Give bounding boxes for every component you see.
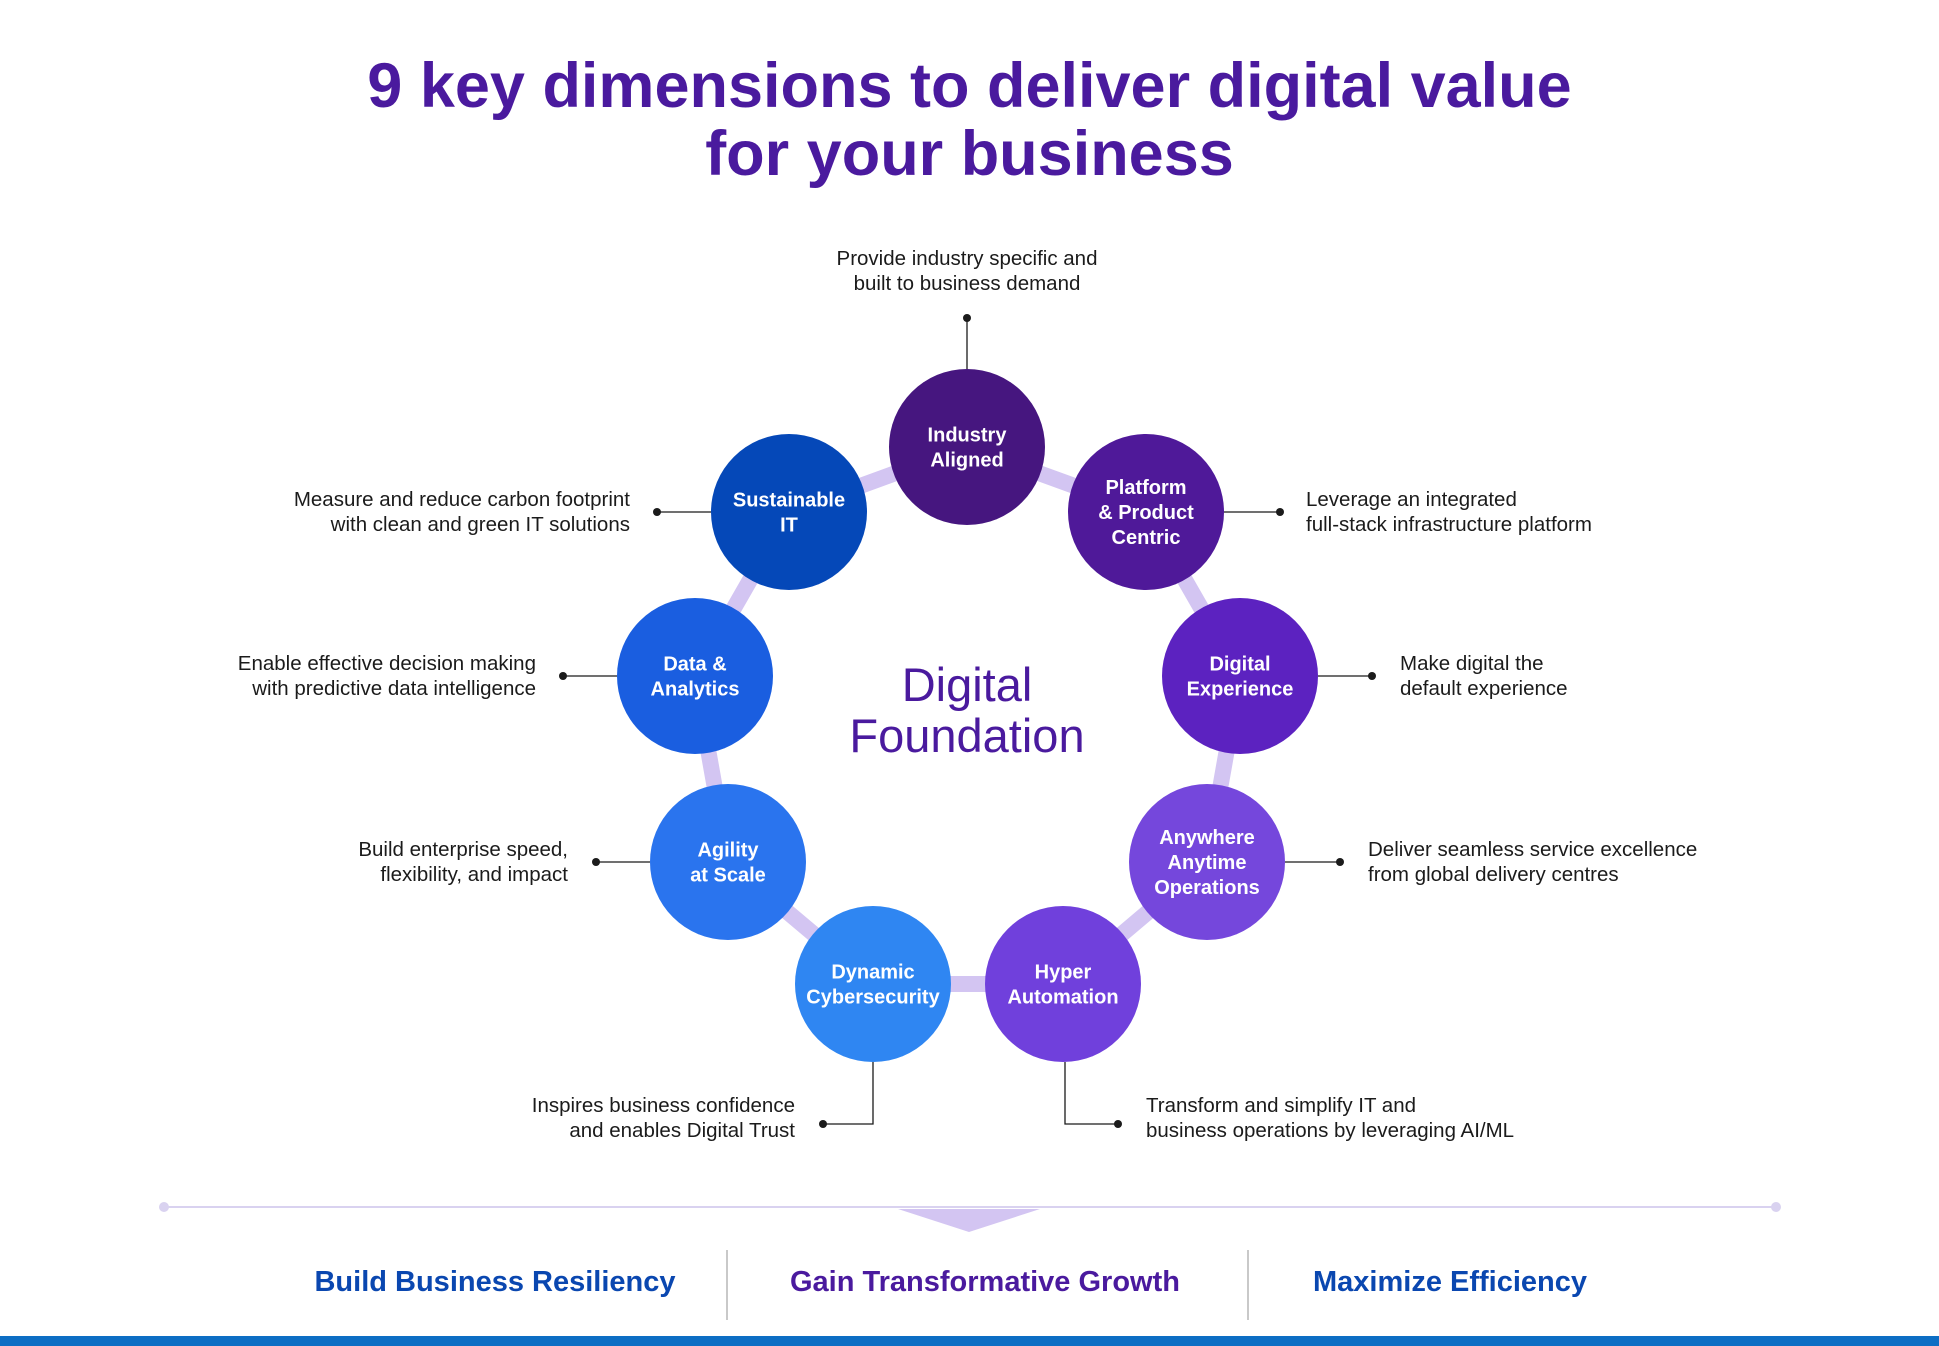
- dimension-label: Anytime: [1168, 852, 1247, 874]
- dimension-circle: [1129, 784, 1285, 940]
- dimension-label: Industry: [928, 425, 1008, 447]
- dimension-description: Transform and simplify IT and: [1146, 1094, 1416, 1117]
- dimension-description: Inspires business confidence: [532, 1094, 795, 1117]
- dimension-node: Data & Analytics: [617, 598, 773, 754]
- page-title: 9 key dimensions to deliver digital valu…: [0, 52, 1939, 188]
- dimension-description: built to business demand: [854, 272, 1081, 295]
- center-label-line-1: Digital: [902, 658, 1033, 711]
- connector-dot: [592, 858, 600, 866]
- dimension-circle: [889, 369, 1045, 525]
- connector-line: [1064, 1062, 1118, 1125]
- dimension-description: and enables Digital Trust: [569, 1119, 795, 1142]
- outcomes-row: Build Business Resiliency Gain Transform…: [0, 1250, 1939, 1320]
- dimension-label: & Product: [1098, 502, 1194, 524]
- dimension-description: Deliver seamless service excellence: [1368, 838, 1697, 861]
- outcome-divider-2: [1247, 1250, 1249, 1320]
- dimension-description: Make digital the: [1400, 652, 1544, 675]
- dimension-description: Leverage an integrated: [1306, 488, 1517, 511]
- dimension-description: with predictive data intelligence: [251, 677, 536, 700]
- outcome-maximize-efficiency: Maximize Efficiency: [1313, 1266, 1587, 1298]
- title-line-1: 9 key dimensions to deliver digital valu…: [367, 51, 1572, 121]
- connector-dot: [819, 1120, 827, 1128]
- dimension-label: Platform: [1105, 477, 1186, 499]
- dimension-description: flexibility, and impact: [380, 863, 568, 886]
- dimension-description: full-stack infrastructure platform: [1306, 513, 1592, 536]
- connector-line: [823, 1062, 874, 1125]
- connector-dot: [1276, 508, 1284, 516]
- outcome-gain-transformative-growth: Gain Transformative Growth: [790, 1266, 1180, 1298]
- center-label-line-2: Foundation: [849, 709, 1084, 762]
- dimension-label: Dynamic: [831, 962, 914, 984]
- dimension-description: with clean and green IT solutions: [330, 513, 630, 536]
- connector-layer: [559, 314, 1376, 1128]
- title-line-2: for your business: [705, 119, 1234, 189]
- dimension-description: default experience: [1400, 677, 1568, 700]
- connector-dot: [963, 314, 971, 322]
- dimension-description: Measure and reduce carbon footprint: [294, 488, 630, 511]
- connector-dot: [559, 672, 567, 680]
- outcome-build-business-resiliency: Build Business Resiliency: [314, 1266, 676, 1298]
- dimension-description: Enable effective decision making: [238, 652, 536, 675]
- dimension-label: Experience: [1187, 679, 1294, 701]
- down-arrow-icon: [898, 1209, 1040, 1232]
- dimension-label: Hyper: [1035, 962, 1092, 984]
- outcome-divider-1: [726, 1250, 728, 1320]
- dimension-label: Automation: [1007, 987, 1118, 1009]
- bottom-accent-bar: [0, 1336, 1939, 1346]
- dimension-label: Data &: [663, 654, 726, 676]
- dimension-label: Digital: [1209, 654, 1270, 676]
- dimension-circle: [1162, 598, 1318, 754]
- dimension-description: Provide industry specific and: [837, 247, 1098, 270]
- dimension-label: Aligned: [930, 450, 1003, 472]
- connector-dot: [1114, 1120, 1122, 1128]
- connector-dot: [653, 508, 661, 516]
- dimension-description: Build enterprise speed,: [358, 838, 568, 861]
- dimension-label: Anywhere: [1159, 827, 1255, 849]
- dimension-label: at Scale: [690, 865, 766, 887]
- dimension-circle: [650, 784, 806, 940]
- dimension-label: Operations: [1154, 877, 1260, 899]
- dimension-label: Sustainable: [733, 490, 845, 512]
- connector-dot: [1368, 672, 1376, 680]
- dimension-description: business operations by leveraging AI/ML: [1146, 1119, 1514, 1142]
- dimension-circle: [985, 906, 1141, 1062]
- dimension-description: from global delivery centres: [1368, 863, 1619, 886]
- dimension-circle: [711, 434, 867, 590]
- dimension-label: Cybersecurity: [806, 987, 940, 1009]
- dimension-circle: [617, 598, 773, 754]
- dimension-label: Analytics: [651, 679, 740, 701]
- connector-dot: [1336, 858, 1344, 866]
- dimension-node: Agility at Scale: [650, 784, 806, 940]
- dimension-circle: [795, 906, 951, 1062]
- dimension-circle: [1068, 434, 1224, 590]
- divider-line: [159, 1202, 1781, 1232]
- dimension-label: IT: [780, 515, 798, 537]
- dimension-label: Centric: [1112, 527, 1181, 549]
- dimension-label: Agility: [697, 840, 759, 862]
